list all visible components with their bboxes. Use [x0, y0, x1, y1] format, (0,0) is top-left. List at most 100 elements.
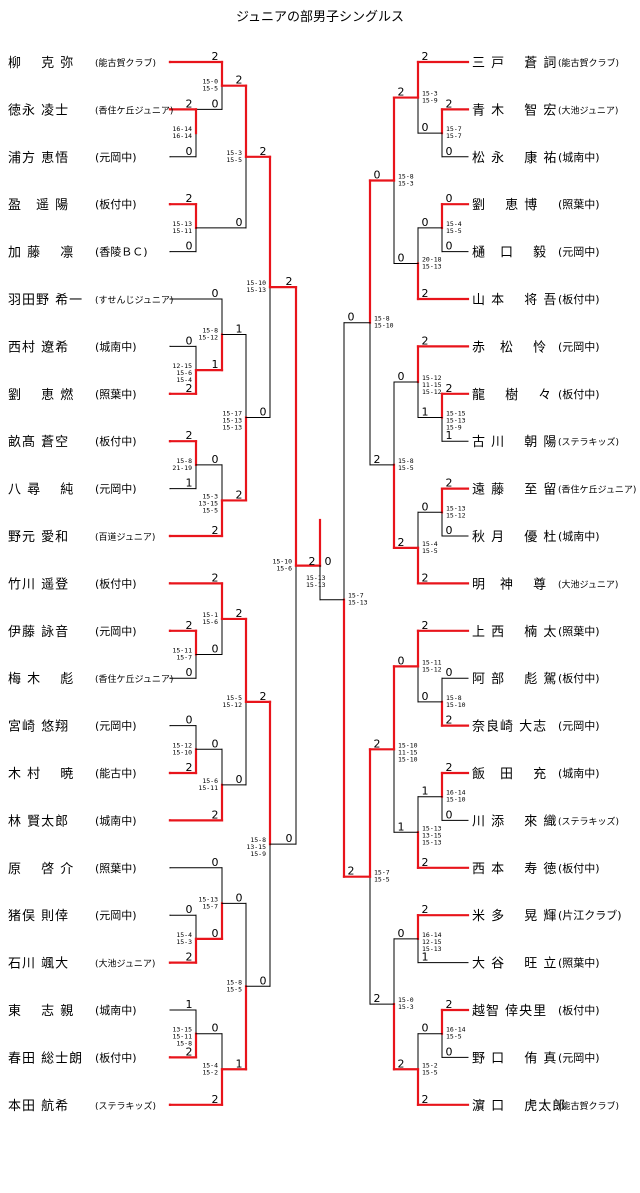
right-score: 0: [422, 216, 429, 229]
left-score: 0: [212, 737, 219, 750]
right-game-score: 15-13: [422, 262, 442, 270]
right-game-score: 15-2: [422, 1061, 438, 1069]
right-game-score: 15-10: [398, 741, 418, 749]
right-player-name: 樋 口 毅: [472, 245, 547, 261]
right-game-score: 15-10: [374, 322, 394, 330]
right-player-name: 阿 部 彪 駕: [472, 672, 557, 687]
left-player-club: (香陵ＢＣ): [95, 246, 148, 259]
left-game-score: 15-4: [176, 931, 192, 939]
right-game-score: 20-18: [422, 255, 442, 263]
left-player-name: 宮崎 悠翔: [8, 719, 69, 735]
final-score-left: 2: [309, 555, 316, 568]
right-game-score: 16-14: [422, 931, 442, 939]
left-score: 0: [236, 216, 243, 229]
right-game-score: 15-12: [422, 374, 442, 382]
right-game-score: 15-10: [398, 755, 418, 763]
final-game-score: 15-13: [306, 581, 326, 589]
right-score: 2: [374, 992, 381, 1005]
left-score: 1: [236, 1057, 243, 1070]
right-score: 0: [374, 169, 381, 182]
left-game-score: 15-6: [276, 565, 292, 573]
right-score: 0: [446, 524, 453, 537]
left-game-score: 15-5: [202, 85, 218, 93]
left-player-club: (照葉中): [95, 861, 137, 875]
left-score: 0: [212, 453, 219, 466]
right-game-score: 15-7: [374, 869, 390, 877]
left-game-score: 15-12: [222, 701, 242, 709]
right-game-score: 15-7: [446, 125, 462, 133]
left-game-score: 15-11: [172, 1033, 192, 1041]
left-score: 0: [212, 643, 219, 656]
left-game-score: 15-6: [176, 369, 192, 377]
left-game-score: 15-8: [176, 1040, 192, 1048]
right-game-score: 15-13: [446, 417, 466, 425]
right-score: 0: [446, 240, 453, 253]
left-game-score: 15-13: [222, 424, 242, 432]
left-game-score: 15-11: [172, 227, 192, 235]
right-game-score: 15-13: [422, 824, 442, 832]
final-score-right: 0: [325, 555, 332, 568]
left-game-score: 15-11: [198, 784, 218, 792]
right-player-name: 龍 樹 々: [472, 387, 552, 403]
right-player-name: 大 谷 旺 立: [472, 957, 557, 972]
right-score: 0: [422, 500, 429, 513]
right-player-club: (板付中): [558, 387, 600, 401]
left-game-score: 16-14: [172, 125, 192, 133]
right-score: 0: [446, 145, 453, 158]
left-player-name: 原 啓 介: [8, 862, 74, 877]
right-game-score: 15-7: [446, 132, 462, 140]
right-player-club: (能古賀クラブ): [558, 57, 619, 69]
left-player-club: (香住ケ丘ジュニア): [95, 104, 173, 116]
left-score: 2: [212, 1093, 219, 1106]
right-game-score: 15-4: [422, 540, 438, 548]
right-score: 0: [422, 121, 429, 134]
right-game-score: 15-13: [446, 504, 466, 512]
left-score: 0: [236, 773, 243, 786]
left-game-score: 15-12: [172, 741, 192, 749]
left-game-score: 15-13: [172, 220, 192, 228]
right-player-name: 西 本 寿 徳: [472, 862, 557, 877]
left-score: 1: [212, 358, 219, 371]
left-game-score: 15-5: [226, 985, 242, 993]
right-score: 2: [446, 714, 453, 727]
right-score: 2: [446, 761, 453, 774]
right-player-name: 濵 口 虎太郎: [472, 1099, 566, 1114]
right-game-score: 15-9: [422, 97, 438, 105]
right-game-score: 15-8: [398, 457, 414, 465]
right-game-score: 15-13: [422, 838, 442, 846]
left-player-name: 徳永 凌士: [8, 103, 69, 118]
left-player-name: 野元 愛和: [8, 530, 69, 545]
right-game-score: 15-9: [446, 424, 462, 432]
left-game-score: 15-5: [226, 694, 242, 702]
left-score: 0: [212, 856, 219, 869]
right-score: 0: [446, 192, 453, 205]
right-score: 2: [374, 453, 381, 466]
left-game-score: 15-5: [202, 506, 218, 514]
left-game-score: 15-8: [250, 836, 266, 844]
right-score: 1: [422, 951, 429, 964]
right-player-name: 劉 恵 博: [472, 198, 538, 213]
right-player-club: (片江クラブ): [558, 908, 622, 922]
left-game-score: 15-8: [176, 457, 192, 465]
left-game-score: 13-15: [172, 1026, 192, 1034]
left-player-name: 春田 総士朗: [8, 1051, 83, 1066]
right-game-score: 15-13: [348, 599, 368, 607]
left-score: 2: [186, 761, 193, 774]
left-game-score: 15-0: [202, 78, 218, 86]
right-score: 0: [422, 690, 429, 703]
right-player-name: 奈良崎 大志: [472, 719, 547, 735]
left-player-club: (元岡中): [95, 909, 137, 922]
right-score: 2: [422, 856, 429, 869]
right-player-club: (元岡中): [558, 720, 600, 733]
right-game-score: 16-14: [446, 1026, 466, 1034]
right-game-score: 15-15: [446, 410, 466, 418]
right-game-score: 15-5: [422, 1068, 438, 1076]
right-score: 0: [398, 927, 405, 940]
right-game-score: 15-8: [446, 694, 462, 702]
final-game-score: 15-13: [306, 574, 326, 582]
left-player-club: (元岡中): [95, 720, 137, 733]
right-player-name: 山 本 将 吾: [472, 293, 557, 308]
left-game-score: 15-2: [202, 1068, 218, 1076]
left-score: 2: [186, 1045, 193, 1058]
left-score: 2: [186, 192, 193, 205]
